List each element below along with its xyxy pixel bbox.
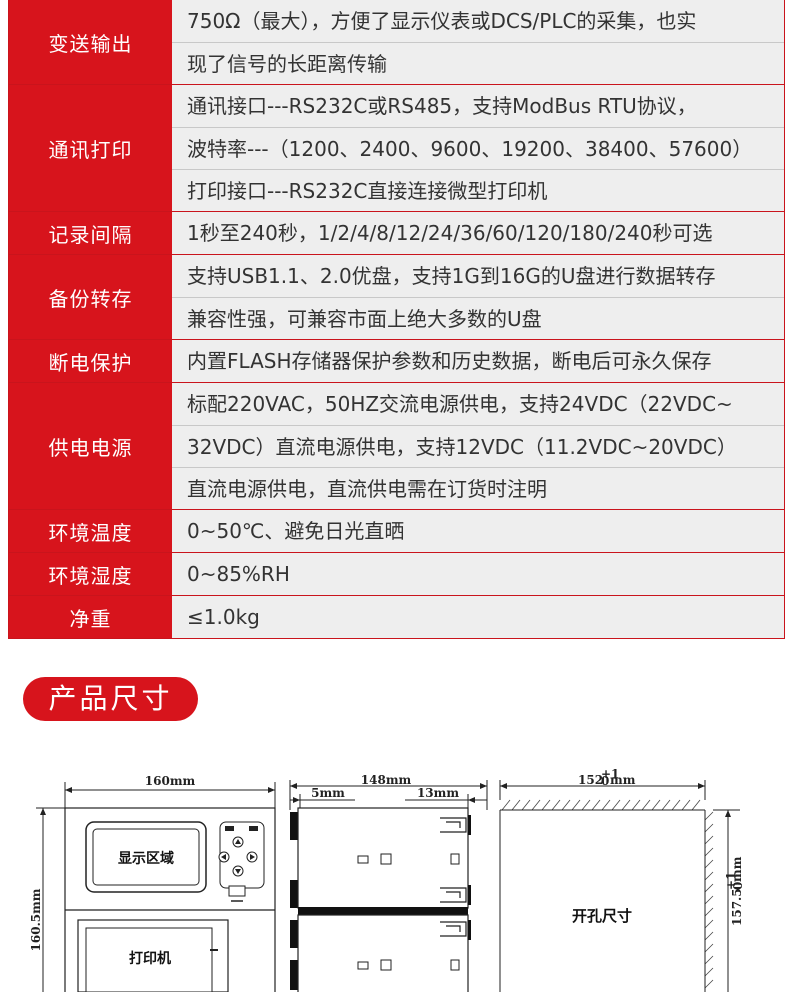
spec-line: 0~85%RH [187,562,290,586]
cutout-width-label: 152 [578,773,603,787]
spec-values: 支持USB1.1、2.0优盘，支持1G到16G的U盘进行数据转存兼容性强，可兼容… [172,255,784,339]
cutout-height-label: 157.5 [730,888,744,926]
spec-label: 断电保护 [9,340,172,382]
spec-label: 环境温度 [9,510,172,552]
cutout-width-tol-top: +1 [601,767,619,781]
side-left-label: 5mm [311,786,345,800]
front-width-label: 160mm [145,774,196,788]
side-right-label: 13mm [417,786,459,800]
spec-values: 0~50℃、避免日光直晒 [172,510,784,552]
spec-line: 内置FLASH存储器保护参数和历史数据，断电后可永久保存 [187,349,712,373]
front-height-label: 160.5mm [29,888,43,951]
spec-line: 支持USB1.1、2.0优盘，支持1G到16G的U盘进行数据转存 [187,264,716,288]
spec-label: 记录间隔 [9,212,172,254]
spec-row: 环境温度 0~50℃、避免日光直晒 [9,509,784,552]
printer-label: 打印机 [129,950,171,967]
spec-line: 波特率---（1200、2400、9600、19200、38400、57600） [172,127,784,169]
cutout-label: 开孔尺寸 [572,907,632,925]
spec-line: 直流电源供电，直流供电需在订货时注明 [172,467,784,509]
section-title-product-size: 产品尺寸 [23,677,198,721]
spec-label: 变送输出 [9,0,172,84]
side-width-label: 148mm [361,773,412,787]
dimension-drawing: 160mm 160.5mm 显示区域 打印机 [29,767,745,992]
front-view: 160mm 160.5mm 显示区域 打印机 [29,774,276,992]
spec-line: 标配220VAC，50HZ交流电源供电，支持24VDC（22VDC~ [187,392,733,416]
spec-row: 供电电源标配220VAC，50HZ交流电源供电，支持24VDC（22VDC~ 32… [9,382,784,509]
cutout-width-tol-bottom: 0 [601,774,609,788]
spec-label: 通讯打印 [9,85,172,211]
cutout-width-unit: mm [610,773,636,787]
spec-values: 1秒至240秒，1/2/4/8/12/24/36/60/120/180/240秒… [172,212,784,254]
spec-label: 净重 [9,596,172,638]
spec-values: 通讯接口---RS232C或RS485，支持ModBus RTU协议， 波特率--… [172,85,784,211]
cutout-height-unit: mm [730,856,744,882]
cutout-height-tol-top: +1 [724,872,738,890]
spec-line: 现了信号的长距离传输 [172,42,784,84]
spec-line: 打印接口---RS232C直接连接微型打印机 [172,169,784,211]
spec-line: 0~50℃、避免日光直晒 [187,519,405,543]
spec-row: 通讯打印通讯接口---RS232C或RS485，支持ModBus RTU协议， 波… [9,84,784,211]
spec-line: 750Ω（最大），方便了显示仪表或DCS/PLC的采集，也实 [187,9,697,33]
spec-line: 32VDC）直流电源供电，支持12VDC（11.2VDC~20VDC） [172,425,784,467]
spec-row: 断电保护内置FLASH存储器保护参数和历史数据，断电后可永久保存 [9,339,784,382]
spec-values: 内置FLASH存储器保护参数和历史数据，断电后可永久保存 [172,340,784,382]
spec-label: 备份转存 [9,255,172,339]
spec-line: ≤1.0kg [187,605,260,629]
spec-values: 750Ω（最大），方便了显示仪表或DCS/PLC的采集，也实现了信号的长距离传输 [172,0,784,84]
spec-line: 通讯接口---RS232C或RS485，支持ModBus RTU协议， [187,94,697,118]
spec-row: 净重 ≤1.0kg [9,595,784,638]
cutout-height-tol-bottom: 0 [731,882,745,890]
spec-label: 供电电源 [9,383,172,509]
side-view: 148mm 5mm 13mm [289,773,488,992]
spec-values: ≤1.0kg [172,596,784,638]
spec-row: 备份转存支持USB1.1、2.0优盘，支持1G到16G的U盘进行数据转存兼容性强… [9,254,784,339]
spec-label: 环境湿度 [9,553,172,595]
spec-line: 1秒至240秒，1/2/4/8/12/24/36/60/120/180/240秒… [187,221,713,245]
spec-row: 记录间隔 1秒至240秒，1/2/4/8/12/24/36/60/120/180/… [9,211,784,254]
spec-values: 标配220VAC，50HZ交流电源供电，支持24VDC（22VDC~ 32VDC）… [172,383,784,509]
spec-row: 环境湿度 0~85%RH [9,552,784,595]
spec-values: 0~85%RH [172,553,784,595]
display-area-label: 显示区域 [118,850,174,867]
cutout-view: 152 +1 0 mm [499,767,745,992]
spec-line: 兼容性强，可兼容市面上绝大多数的U盘 [172,297,784,339]
